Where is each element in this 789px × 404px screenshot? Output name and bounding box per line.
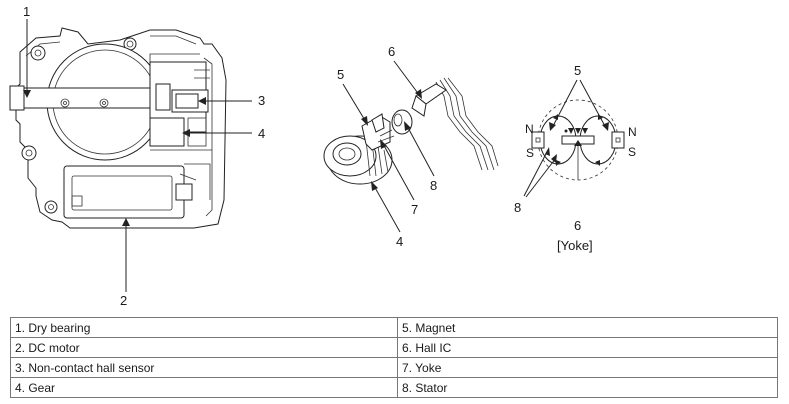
callout-m7: 7: [380, 139, 418, 217]
legend-item-8: 8. Stator: [397, 377, 778, 398]
yoke-label: [Yoke]: [557, 238, 593, 253]
legend-item-5: 5. Magnet: [397, 317, 778, 338]
svg-text:8: 8: [430, 178, 437, 193]
svg-text:1: 1: [23, 4, 30, 19]
legend-row: 4. Gear 8. Stator: [10, 377, 778, 398]
svg-text:6: 6: [388, 44, 395, 59]
legend-table: 1. Dry bearing 5. Magnet 2. DC motor 6. …: [10, 317, 778, 398]
legend-row: 2. DC motor 6. Hall IC: [10, 337, 778, 358]
legend-item-6: 6. Hall IC: [397, 337, 778, 358]
svg-text:5: 5: [574, 63, 581, 78]
callout-r5: 5: [549, 63, 609, 131]
pole-s-right: S: [628, 145, 636, 159]
svg-text:5: 5: [337, 67, 344, 82]
legend-item-7: 7. Yoke: [397, 357, 778, 378]
component-diagram: 1 2 3 4: [9, 4, 637, 308]
legend-item-1: 1. Dry bearing: [10, 317, 398, 338]
svg-text:4: 4: [258, 126, 265, 141]
housing-drawing: [9, 27, 227, 229]
gear-assembly-drawing: [323, 77, 499, 185]
callout-m4: 4: [371, 181, 403, 249]
callout-r6: 6 [Yoke]: [557, 140, 593, 253]
pole-s-left: S: [526, 146, 534, 160]
callout-m6: 6: [388, 44, 422, 99]
callout-r8: 8: [514, 147, 557, 215]
legend-item-4: 4. Gear: [10, 377, 398, 398]
svg-text:2: 2: [120, 293, 127, 308]
callout-3: 3: [198, 93, 265, 108]
svg-text:8: 8: [514, 200, 521, 215]
callout-m8: 8: [404, 121, 437, 193]
legend-row: 1. Dry bearing 5. Magnet: [10, 317, 778, 338]
pole-n-right: N: [628, 125, 637, 139]
svg-text:4: 4: [396, 234, 403, 249]
svg-text:7: 7: [411, 202, 418, 217]
svg-text:6: 6: [574, 218, 581, 233]
svg-text:3: 3: [258, 93, 265, 108]
pole-n-left: N: [525, 122, 534, 136]
legend-item-2: 2. DC motor: [10, 337, 398, 358]
legend-row: 3. Non-contact hall sensor 7. Yoke: [10, 357, 778, 378]
callout-2: 2: [120, 218, 130, 308]
callout-1: 1: [23, 4, 31, 98]
legend-item-3: 3. Non-contact hall sensor: [10, 357, 398, 378]
callout-4: 4: [182, 126, 265, 141]
callout-m5: 5: [337, 67, 368, 126]
